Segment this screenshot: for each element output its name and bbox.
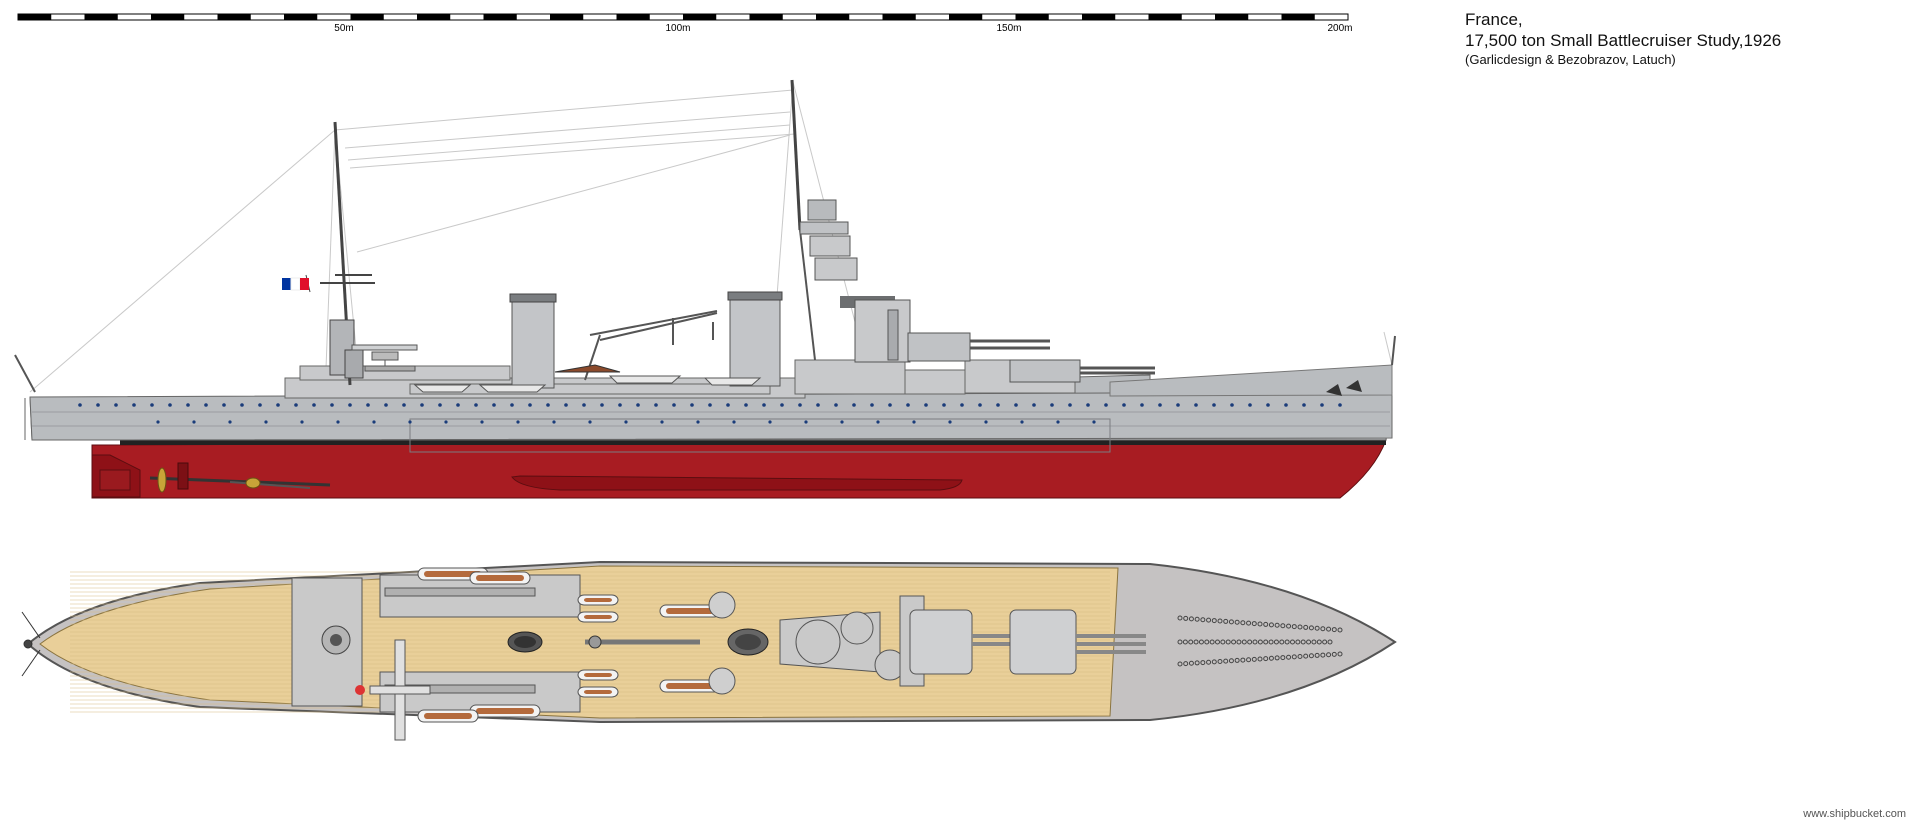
scale-label-200m: 200m: [1327, 23, 1352, 34]
scale-label-150m: 150m: [996, 23, 1021, 34]
rigging-lines: [29, 81, 1393, 396]
authors-label: (Garlicdesign & Bezobrazov, Latuch): [1465, 52, 1676, 67]
ship-plan-view: [21, 560, 1397, 741]
turret-b-topview: [1009, 609, 1146, 675]
portholes: [78, 403, 1342, 424]
funnel-aft-topview: [507, 631, 543, 653]
scale-label-100m: 100m: [665, 23, 690, 34]
drawing-title-block: France, 17,500 ton Small Battlecruiser S…: [1465, 9, 1781, 69]
ship-title: 17,500 ton Small Battlecruiser Study,192…: [1465, 31, 1782, 50]
seaplane-topview: [355, 639, 431, 741]
boats: [413, 364, 762, 393]
funnel-fore-topview: [727, 628, 769, 656]
turret-b: [1009, 359, 1155, 383]
propeller-icon: [157, 467, 261, 493]
country-label: France,: [1465, 10, 1523, 29]
scale-label-50m: 50m: [334, 23, 353, 34]
mast-aft: [320, 121, 375, 386]
french-flag-icon: [282, 274, 311, 293]
anchor-icon: [1326, 380, 1362, 396]
funnel-fore: [727, 291, 783, 387]
anchor-chains: [1177, 615, 1343, 667]
searchlight-platforms: [708, 591, 736, 695]
stern-topview: [21, 611, 41, 677]
boats-topview: [417, 567, 721, 723]
funnel-aft: [509, 293, 557, 389]
mast-fore: [790, 79, 911, 363]
turret-a: [907, 332, 1050, 362]
scale-bar: 50m 100m 150m 200m: [17, 13, 1353, 34]
ship-side-profile: [14, 79, 1396, 499]
site-credit: www.shipbucket.com: [1803, 808, 1906, 820]
seaplane: [351, 344, 418, 372]
aft-deckhouse: [291, 574, 581, 713]
turret-a-topview: [909, 609, 1032, 675]
